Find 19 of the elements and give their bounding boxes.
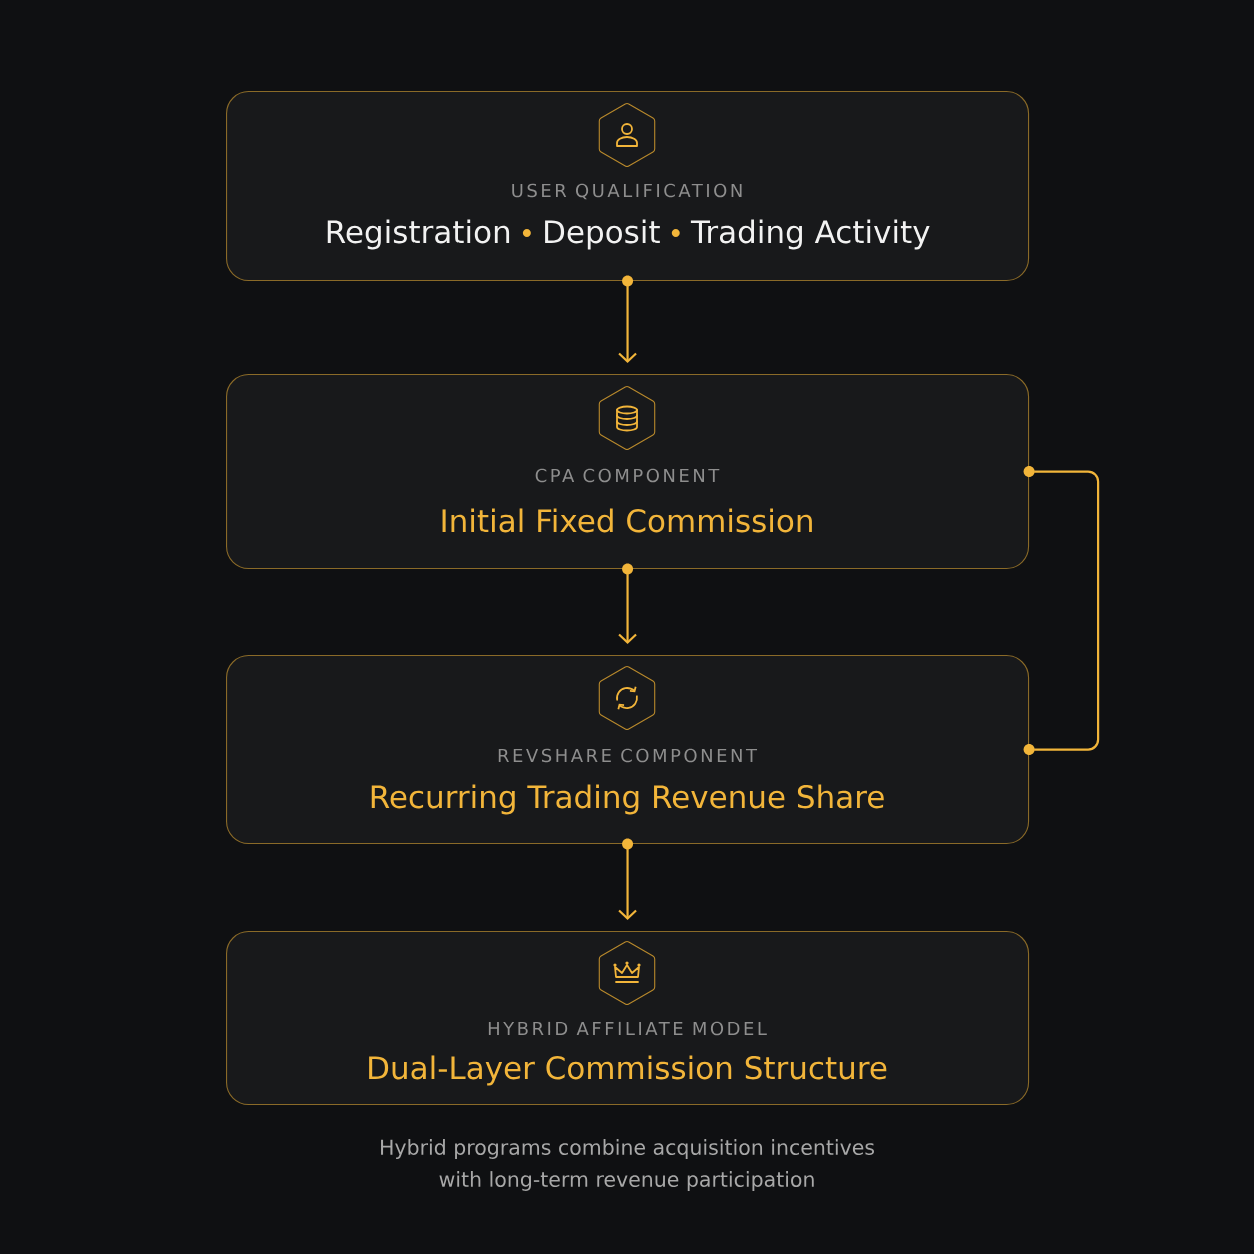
step-card xyxy=(226,91,1030,287)
card-title: Recurring Trading Revenue Share xyxy=(371,784,884,815)
step-card xyxy=(226,655,1035,850)
category-label: CPA COMPONENT xyxy=(535,468,720,483)
card-title: Dual-Layer Commission Structure xyxy=(369,1055,887,1086)
item-label: Registration xyxy=(327,219,510,250)
category-label: USER QUALIFICATION xyxy=(512,183,742,200)
caption: Hybrid programs combine acquisition incentives with long-term revenue participation xyxy=(381,1139,875,1191)
category-label: HYBRID AFFILIATE MODEL xyxy=(488,1021,767,1036)
step-card xyxy=(226,374,1035,575)
card-title: Initial Fixed Commission xyxy=(442,508,812,533)
arrow xyxy=(618,574,637,644)
category-label: REVSHARE COMPONENT xyxy=(498,748,758,763)
step-card xyxy=(226,931,1030,1106)
connector-line xyxy=(1034,470,1100,751)
item-label: Deposit xyxy=(545,219,660,250)
arrow xyxy=(618,286,637,363)
arrow xyxy=(618,849,637,920)
item-label: Trading Activity xyxy=(690,219,930,250)
